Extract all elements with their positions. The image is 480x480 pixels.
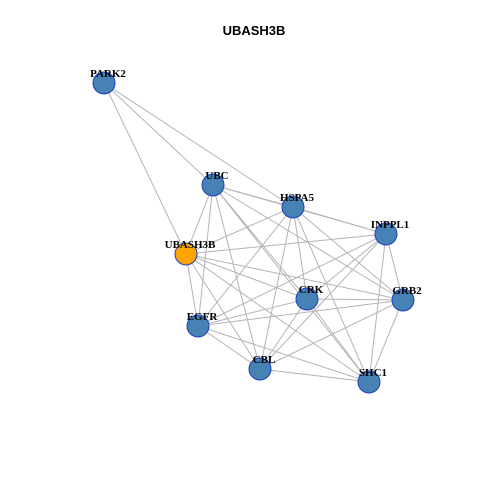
edge-inppl1-crk [306, 233, 387, 300]
edge-inppl1-shc1 [368, 233, 387, 383]
edge-grb2-shc1 [368, 299, 404, 383]
edge-park2-ubc [103, 82, 214, 186]
edge-inppl1-cbl [259, 233, 387, 370]
node-circle-ubash3b [174, 242, 198, 266]
node-label-hspa5: HSPA5 [280, 192, 315, 204]
edge-ubash3b-crk [185, 253, 308, 300]
node-circle-egfr [186, 314, 210, 338]
edge-park2-ubash3b [103, 82, 187, 255]
edge-ubash3b-cbl [185, 253, 261, 370]
edge-egfr-cbl [197, 325, 261, 370]
edge-cbl-shc1 [259, 368, 370, 383]
edge-hspa5-inppl1 [292, 206, 387, 235]
edge-ubash3b-shc1 [185, 253, 370, 383]
node-circle-park2 [92, 71, 116, 95]
node-ubc: UBC [201, 170, 229, 197]
node-circle-grb2 [391, 288, 415, 312]
edge-egfr-shc1 [197, 325, 370, 383]
edge-crk-egfr [197, 298, 308, 327]
edge-crk-cbl [259, 298, 308, 370]
node-grb2: GRB2 [391, 285, 422, 312]
graph-title: UBASH3B [223, 23, 286, 38]
node-label-crk: CRK [299, 284, 324, 296]
node-crk: CRK [295, 284, 324, 311]
node-inppl1: INPPL1 [371, 219, 410, 246]
node-egfr: EGFR [186, 311, 219, 338]
edge-ubc-shc1 [212, 184, 370, 383]
node-ubash3b: UBASH3B [165, 239, 216, 266]
node-label-grb2: GRB2 [392, 285, 422, 297]
node-circle-crk [295, 287, 319, 311]
edges-layer [103, 82, 404, 383]
node-circle-hspa5 [281, 195, 305, 219]
edge-inppl1-ubash3b [185, 233, 387, 255]
edge-hspa5-ubash3b [185, 206, 294, 255]
node-label-inppl1: INPPL1 [371, 219, 410, 231]
node-hspa5: HSPA5 [280, 192, 315, 219]
node-label-shc1: SHC1 [359, 367, 387, 379]
node-circle-cbl [248, 357, 272, 381]
node-circle-shc1 [357, 370, 381, 394]
node-cbl: CBL [248, 354, 276, 381]
node-label-egfr: EGFR [187, 311, 219, 323]
node-park2: PARK2 [90, 68, 126, 95]
node-label-cbl: CBL [253, 354, 276, 366]
edge-hspa5-crk [292, 206, 308, 300]
edge-grb2-egfr [197, 299, 404, 327]
node-label-ubc: UBC [205, 170, 228, 182]
edge-ubc-ubash3b [185, 184, 214, 255]
edge-ubc-egfr [197, 184, 214, 327]
edge-park2-hspa5 [103, 82, 294, 208]
edge-ubash3b-grb2 [185, 253, 404, 301]
edge-grb2-cbl [259, 299, 404, 370]
edge-crk-shc1 [306, 298, 370, 383]
edge-hspa5-grb2 [292, 206, 404, 301]
edge-inppl1-egfr [197, 233, 387, 327]
edge-crk-grb2 [306, 298, 404, 301]
node-circle-ubc [201, 173, 225, 197]
node-label-park2: PARK2 [90, 68, 126, 80]
node-label-ubash3b: UBASH3B [165, 239, 216, 251]
edge-ubash3b-egfr [185, 253, 199, 327]
edge-hspa5-shc1 [292, 206, 370, 383]
node-circle-inppl1 [374, 222, 398, 246]
node-shc1: SHC1 [357, 367, 387, 394]
